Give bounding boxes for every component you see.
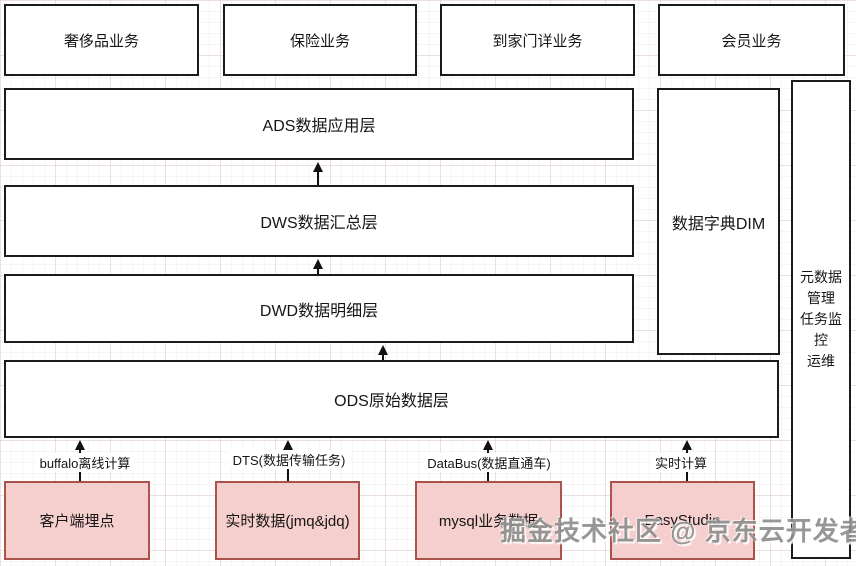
watermark: 掘金技术社区 @ 京东云开发者 [500,516,856,546]
source-realtime-data-label: 实时数据(jmq&jdq) [225,513,350,530]
arrow-up-icon [283,440,293,450]
layer-dwd: DWD数据明细层 [4,274,634,343]
arrow-up-icon [75,440,85,450]
box-luxury-business: 奢侈品业务 [4,4,199,76]
arrow-up-icon [313,162,323,172]
layer-dwd-label: DWD数据明细层 [259,302,379,320]
source-realtime-data: 实时数据(jmq&jdq) [215,481,360,560]
box-member-business-label: 会员业务 [721,32,782,50]
channel-label-buffalo: buffalo离线计算 [36,453,134,472]
box-insurance-business-label: 保险业务 [289,32,350,50]
arrow-dws-to-ads [312,162,324,185]
channel-label-databus: DataBus(数据直通车) [424,453,554,472]
layer-dws: DWS数据汇总层 [4,185,634,257]
layer-ads: ADS数据应用层 [4,88,634,160]
arrow-up-icon [378,345,388,355]
source-easystudio-label: EasyStudio [644,512,721,529]
box-home-detail-business: 到家门详业务 [440,4,635,76]
box-data-dictionary-dim: 数据字典DIM [657,88,780,355]
arrow-ods-to-dwd [377,345,389,360]
layer-ods-label: ODS原始数据层 [334,393,449,410]
arrow-up-icon [682,440,692,450]
source-easystudio: EasyStudio [610,481,755,560]
layer-ods: ODS原始数据层 [4,360,779,438]
box-metadata-ops: 元数据 管理 任务监控 运维 [791,80,851,559]
channel-label-realtime-compute: 实时计算 [651,453,711,472]
arrow-dwd-to-dws [312,259,324,274]
arrow-up-icon [313,259,323,269]
source-client-tracking-label: 客户端埋点 [39,513,115,530]
layer-dws-label: DWS数据汇总层 [260,215,378,232]
layer-ads-label: ADS数据应用层 [262,118,376,135]
box-member-business: 会员业务 [658,4,845,76]
source-client-tracking: 客户端埋点 [4,481,150,560]
channel-label-dts: DTS(数据传输任务) [229,450,349,469]
box-insurance-business: 保险业务 [223,4,417,76]
metadata-ops-line: 运维 [807,353,835,369]
metadata-ops-line: 元数据 [800,269,842,285]
metadata-ops-line: 管理 [807,290,835,306]
source-mysql-data: mysql业务数据 [415,481,562,560]
arrow-up-icon [483,440,493,450]
box-luxury-business-label: 奢侈品业务 [63,32,139,50]
box-home-detail-business-label: 到家门详业务 [492,32,583,50]
source-mysql-data-label: mysql业务数据 [438,513,539,530]
box-data-dictionary-dim-label: 数据字典DIM [671,215,766,233]
metadata-ops-line: 任务监控 [800,311,842,348]
